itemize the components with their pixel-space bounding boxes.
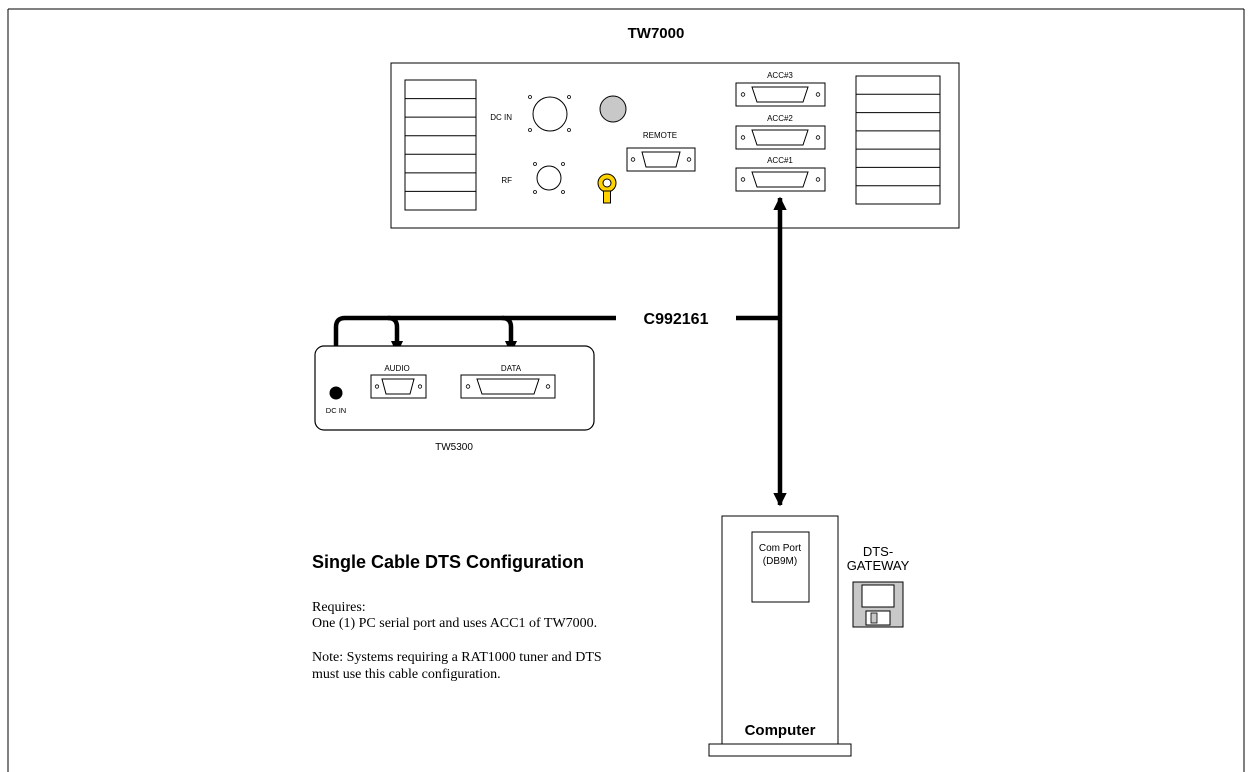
tw7000-dc-in-label: DC IN <box>490 113 512 122</box>
tw5300-title: TW5300 <box>435 442 473 453</box>
computer: Com Port (DB9M) Computer <box>708 515 852 757</box>
cable-c992161 <box>333 196 787 507</box>
tw5300-data-connector <box>460 374 556 399</box>
description-note-line-2: must use this cable configuration. <box>312 667 501 682</box>
cable-branch-data <box>501 315 514 342</box>
tw7000-acc3-connector <box>735 82 826 107</box>
computer-com-port-label-2: (DB9M) <box>763 556 797 567</box>
tw7000-panel: DC IN RF REMOTE <box>390 62 960 229</box>
tw5300-audio-label: AUDIO <box>384 364 409 373</box>
software-label-2: GATEWAY <box>847 558 910 573</box>
tw5300-panel: DC IN AUDIO DATA <box>314 345 595 431</box>
tw5300-audio-connector <box>370 374 427 399</box>
tw7000-left-vent <box>404 79 477 211</box>
description-requires-text: One (1) PC serial port and uses ACC1 of … <box>312 616 598 631</box>
tw7000-remote-connector <box>626 147 696 172</box>
tw7000-ground-lug-icon <box>597 173 617 204</box>
tw7000-acc3-label: ACC#3 <box>767 71 793 80</box>
tw7000-acc1-label: ACC#1 <box>767 156 793 165</box>
computer-base <box>708 743 852 757</box>
description-note-line-1: Note: Systems requiring a RAT1000 tuner … <box>312 650 602 665</box>
tw7000-title: TW7000 <box>628 25 685 42</box>
tw7000-knob <box>599 95 627 123</box>
tw7000-rf-connector <box>533 162 565 194</box>
tw7000-rf-label: RF <box>501 176 512 185</box>
tw5300-data-label: DATA <box>501 364 522 373</box>
software-label-1: DTS- <box>863 544 893 559</box>
tw7000-dc-in-connector <box>528 95 571 132</box>
computer-com-port-label-1: Com Port <box>759 543 801 554</box>
tw5300-dc-in-jack <box>329 386 343 400</box>
tw7000-acc1-connector <box>735 167 826 192</box>
tw7000-acc2-connector <box>735 125 826 150</box>
cable-part-number: C992161 <box>644 311 709 328</box>
tw7000-remote-label: REMOTE <box>643 131 677 140</box>
floppy-disk-icon <box>852 581 904 628</box>
tw5300-dc-in-label: DC IN <box>326 406 346 415</box>
tw7000-acc2-label: ACC#2 <box>767 114 793 123</box>
description-requires-label: Requires: <box>312 600 366 615</box>
cable-branch-audio <box>387 315 400 342</box>
tw7000-right-vent <box>855 75 941 205</box>
description-heading: Single Cable DTS Configuration <box>312 552 585 572</box>
computer-com-port <box>751 531 810 603</box>
computer-label: Computer <box>745 722 816 739</box>
cable-branch <box>333 315 616 373</box>
